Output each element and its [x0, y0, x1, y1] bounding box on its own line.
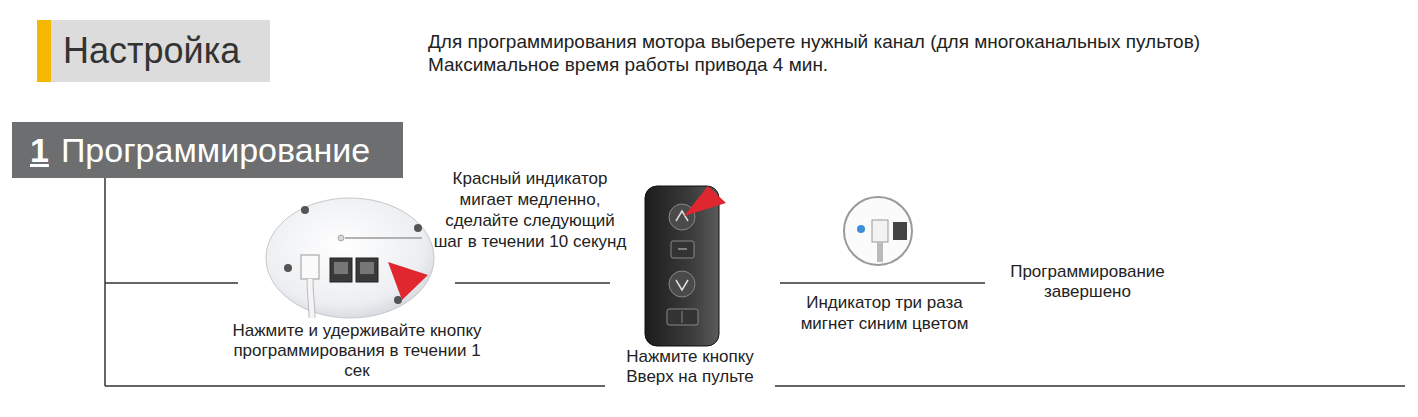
step-title: Программирование: [61, 131, 370, 170]
note: Для программирования мотора выберете нуж…: [428, 30, 1200, 53]
step-instruction: Нажмите кнопку Вверх на пульте: [605, 347, 775, 387]
step-number: 1: [30, 131, 49, 170]
note: Максимальное время работы привода 4 мин.: [428, 53, 828, 76]
step-instruction: Индикатор три раза мигнет синим цветом: [782, 292, 987, 334]
step-result: Программирование завершено: [990, 262, 1185, 302]
section-header: 1 Программирование: [12, 122, 403, 178]
motor-head: [266, 198, 434, 318]
step-instruction: Нажмите и удерживайте кнопку программиро…: [228, 321, 486, 381]
section-title: Настройка: [37, 20, 270, 82]
step-instruction: Красный индикатор мигает медленно, сдела…: [430, 168, 630, 252]
remote-control: [645, 186, 726, 346]
flow-line: [105, 178, 1405, 386]
indicator-closeup: [844, 197, 912, 265]
